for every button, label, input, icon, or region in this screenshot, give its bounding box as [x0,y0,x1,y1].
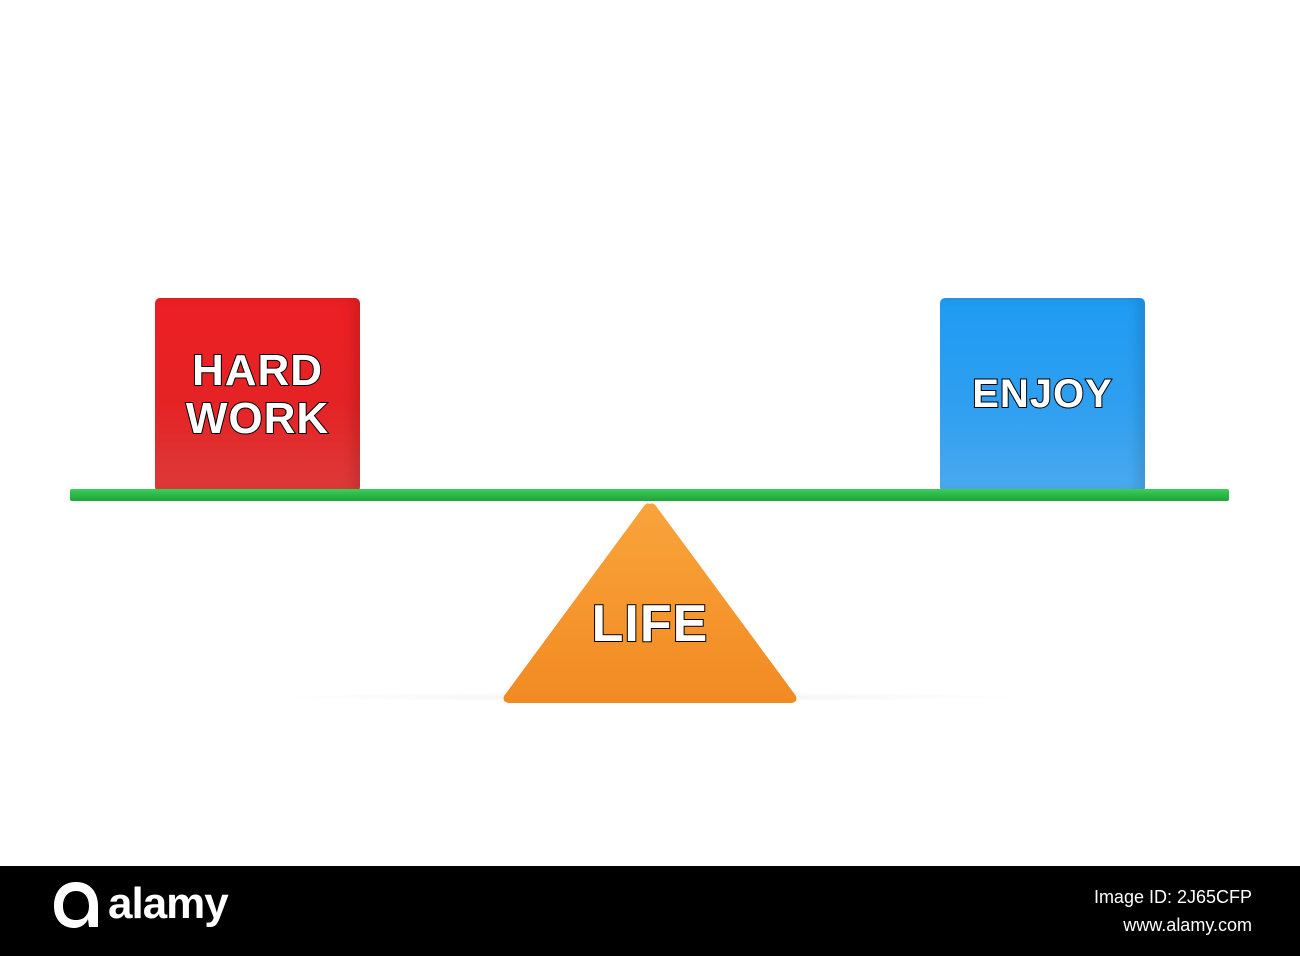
life-fulcrum: LIFE [500,500,800,705]
life-label: LIFE [591,595,709,653]
seesaw-plank [70,489,1229,501]
enjoy-label: ENJOY [971,372,1113,417]
alamy-a-icon [54,882,98,928]
brand-name: alamy [108,879,229,928]
image-meta: Image ID: 2J65CFP www.alamy.com [1094,884,1252,940]
hard-work-block: HARD WORK [155,298,360,492]
site-url: www.alamy.com [1123,914,1252,935]
fulcrum-triangle [503,503,797,703]
scene: HARD WORK ENJOY LIFE [70,298,1229,705]
enjoy-block: ENJOY [940,298,1145,492]
hard-work-label: HARD WORK [185,346,330,443]
image-id: Image ID: 2J65CFP [1093,887,1252,907]
footer-bar: alamy Image ID: 2J65CFP www.alamy.com [0,866,1300,956]
brand-logo: alamy [48,876,229,932]
